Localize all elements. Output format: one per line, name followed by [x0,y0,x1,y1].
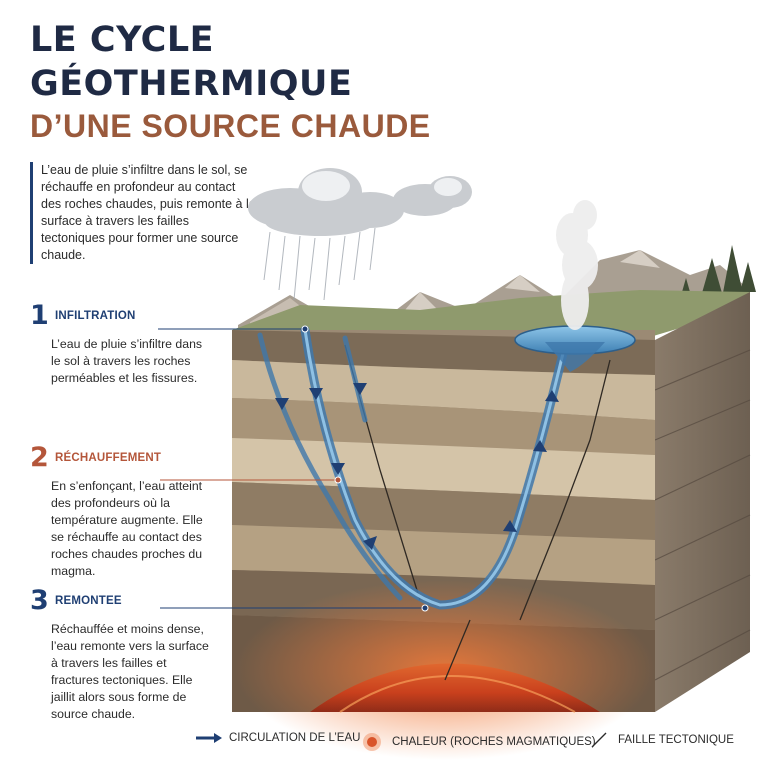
step-heading: INFILTRATION [55,310,136,322]
water-arrows [275,383,559,550]
block-side [655,292,750,712]
title-line-2: GÉOTHERMIQUE [30,64,353,104]
water-arrow-icon [196,733,222,743]
page-title: LE CYCLE GÉOTHERMIQUE [30,18,352,106]
legend-label-fault: FAILLE TECTONIQUE [618,734,734,746]
steam-plume [556,200,598,330]
step-number: 2 [30,442,49,473]
step-number: 3 [30,585,49,616]
page-subtitle: D’UNE SOURCE CHAUDE [30,108,431,144]
callout-dot-3 [421,604,429,612]
title-line-1: LE CYCLE [30,20,215,60]
block-top [232,290,750,340]
callout-dot-1 [301,325,309,333]
step-description: En s’enfonçant, l’eau atteint des profon… [51,479,203,578]
water-circulation [257,325,570,610]
heat-glow-icon [363,733,381,751]
legend-item-water: CIRCULATION DE L’EAU [195,732,360,744]
fault-line-icon [591,732,607,748]
magma-zone [235,580,655,760]
step-description: Réchauffée et moins dense, l’eau remonte… [51,622,209,721]
legend-item-heat: CHALEUR (ROCHES MAGMATIQUES) [360,732,596,752]
legend: CIRCULATION DE L’EAU CHALEUR (ROCHES MAG… [195,729,755,751]
step-heading: REMONTEE [55,595,122,607]
intro-text: L’eau de pluie s’infiltre dans le sol, s… [30,162,256,264]
step-number: 1 [30,300,49,331]
legend-label-water: CIRCULATION DE L’EAU [229,732,361,744]
step-description: L’eau de pluie s’infiltre dans le sol à … [51,337,203,385]
callout-dot-2 [334,476,342,484]
legend-item-fault: FAILLE TECTONIQUE [588,732,734,748]
step-heading: RÉCHAUFFEMENT [55,452,162,464]
legend-label-heat: CHALEUR (ROCHES MAGMATIQUES) [392,736,596,748]
rain-clouds [248,168,472,236]
rain [263,227,376,301]
hot-spring-pool [514,325,636,372]
